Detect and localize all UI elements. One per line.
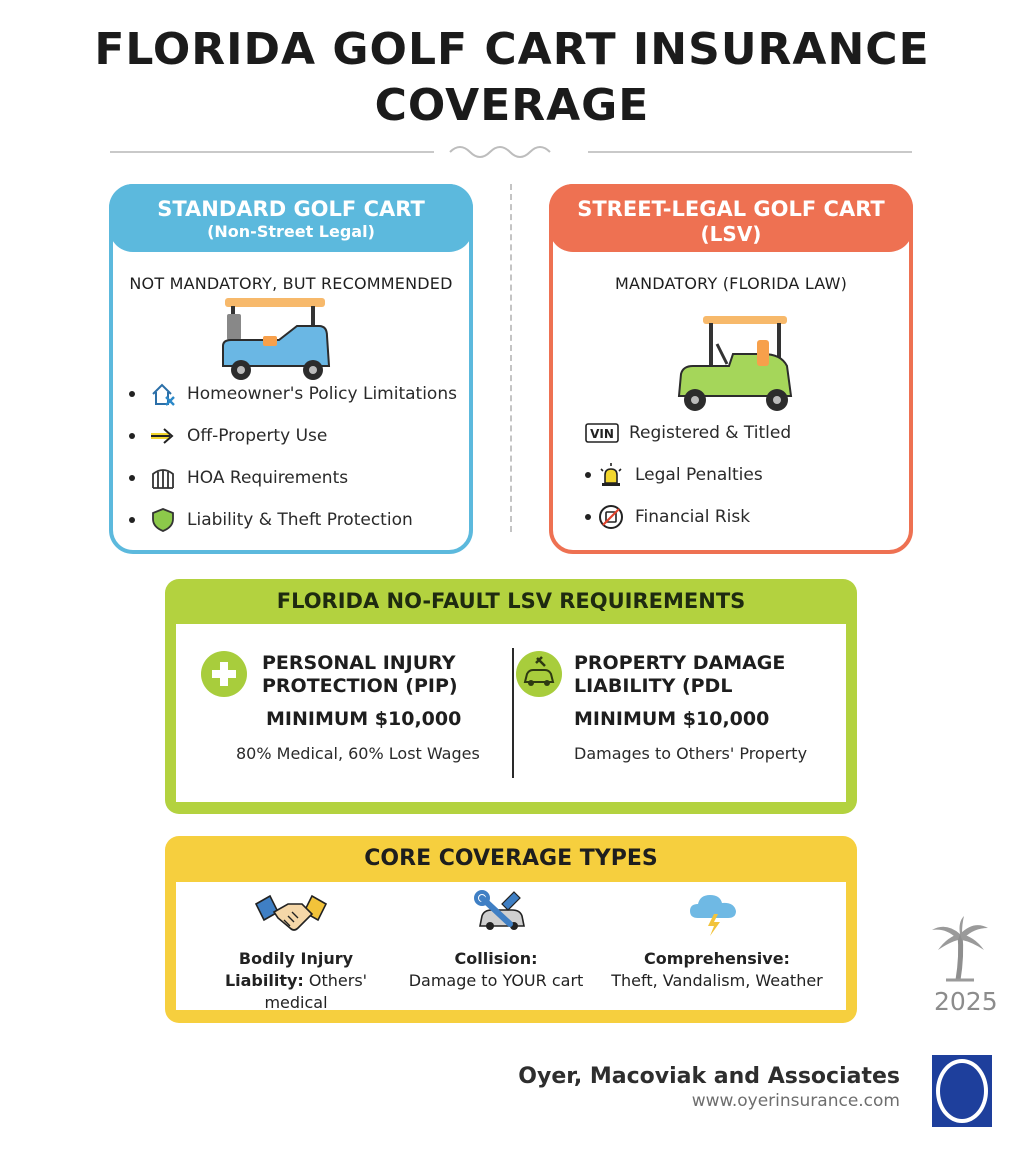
- palm-tree-icon: [932, 916, 988, 982]
- title-rule-left: [110, 151, 434, 153]
- pdl-title-line-2: LIABILITY (PDL: [574, 675, 733, 697]
- coverage-comprehensive: Comprehensive: Theft, Vandalism, Weather: [606, 948, 828, 992]
- bullet: [129, 517, 135, 523]
- no-money-icon: [597, 504, 625, 530]
- coverage-name: Comprehensive:: [644, 949, 790, 968]
- list-item-label: Liability & Theft Protection: [187, 510, 413, 530]
- standard-cart-subheading: (Non-Street Legal): [207, 222, 375, 241]
- vin-icon: VIN: [585, 420, 619, 446]
- list-item: VIN Registered & Titled: [585, 420, 791, 446]
- core-coverage-section: CORE COVERAGE TYPES Bodily Injury Liabil…: [165, 836, 857, 1023]
- car-damage-icon: [516, 651, 562, 697]
- title-line-2: COVERAGE: [374, 80, 650, 131]
- car-wrench-icon: [474, 890, 525, 930]
- company-url[interactable]: www.oyerinsurance.com: [691, 1091, 900, 1111]
- street-legal-heading: STREET-LEGAL GOLF CART: [577, 197, 885, 221]
- storm-cloud-icon: [690, 895, 736, 936]
- vin-text: VIN: [590, 427, 614, 441]
- list-item-label: Financial Risk: [635, 507, 751, 527]
- gate-icon: [149, 465, 177, 491]
- pip-title-line-2: PROTECTION (PIP): [262, 675, 458, 697]
- company-block: Oyer, Macoviak and Associates www.oyerin…: [518, 1064, 900, 1111]
- core-coverage-panel: Bodily Injury Liability: Others' medical…: [176, 882, 846, 1012]
- coverage-name: Bodily Injury: [238, 949, 354, 968]
- bullet: [585, 514, 591, 520]
- handshake-icon: [254, 894, 328, 931]
- no-fault-heading: FLORIDA NO-FAULT LSV REQUIREMENTS: [276, 589, 746, 613]
- page-title: FLORIDA GOLF CART INSURANCE COVERAGE: [0, 22, 1024, 134]
- arrow-right-icon: [149, 423, 177, 449]
- bullet: [585, 472, 591, 478]
- pip-title: PERSONAL INJURY PROTECTION (PIP): [262, 652, 458, 698]
- column-divider: [510, 184, 512, 532]
- no-fault-panel: PERSONAL INJURY PROTECTION (PIP) MINIMUM…: [176, 624, 846, 802]
- street-legal-note: MANDATORY (FLORIDA LAW): [614, 274, 848, 293]
- wave-divider-icon: [449, 146, 551, 158]
- year-label: 2025: [934, 987, 998, 1016]
- street-legal-subheading: (LSV): [700, 222, 762, 246]
- bullet: [129, 475, 135, 481]
- pip-description: 80% Medical, 60% Lost Wages: [236, 744, 480, 763]
- list-item: Homeowner's Policy Limitations: [129, 381, 457, 407]
- standard-cart-heading: STANDARD GOLF CART: [157, 197, 425, 221]
- company-name: Oyer, Macoviak and Associates: [518, 1064, 900, 1089]
- street-legal-card: STREET-LEGAL GOLF CART (LSV) MANDATORY (…: [549, 184, 913, 554]
- list-item: Financial Risk: [585, 504, 750, 530]
- golf-cart-green-icon: [677, 316, 793, 411]
- no-fault-section: FLORIDA NO-FAULT LSV REQUIREMENTS PERSON…: [165, 579, 857, 814]
- bullet: [129, 391, 135, 397]
- pdl-description: Damages to Others' Property: [574, 744, 808, 763]
- list-item: Legal Penalties: [585, 462, 763, 488]
- coverage-name: Liability:: [224, 971, 304, 990]
- coverage-description: Others' medical: [264, 971, 368, 1012]
- siren-icon: [597, 462, 625, 488]
- house-x-icon: [149, 381, 177, 407]
- list-item-label: Homeowner's Policy Limitations: [187, 384, 457, 404]
- coverage-collision: Collision: Damage to YOUR cart: [396, 948, 596, 992]
- core-coverage-heading: CORE COVERAGE TYPES: [364, 846, 658, 871]
- title-line-1: FLORIDA GOLF CART INSURANCE: [94, 24, 930, 75]
- coverage-name: Collision:: [454, 949, 538, 968]
- standard-cart-card: STANDARD GOLF CART (Non-Street Legal) NO…: [109, 184, 473, 554]
- company-logo: [932, 1055, 992, 1127]
- list-item: Off-Property Use: [129, 423, 327, 449]
- list-item: Liability & Theft Protection: [129, 507, 413, 533]
- standard-cart-header: STANDARD GOLF CART (Non-Street Legal): [109, 184, 473, 252]
- pip-minimum: MINIMUM $10,000: [266, 708, 462, 730]
- list-item-label: HOA Requirements: [187, 468, 349, 488]
- list-item-label: Registered & Titled: [629, 423, 792, 443]
- street-legal-header: STREET-LEGAL GOLF CART (LSV): [549, 184, 913, 252]
- coverage-bodily-injury: Bodily Injury Liability: Others' medical: [196, 948, 396, 1014]
- golf-cart-blue-icon: [222, 298, 331, 380]
- coverage-description: Theft, Vandalism, Weather: [611, 971, 823, 990]
- medical-cross-icon: [201, 651, 247, 697]
- shield-icon: [149, 507, 177, 533]
- title-rule-right: [588, 151, 912, 153]
- pdl-title-line-1: PROPERTY DAMAGE: [574, 652, 786, 674]
- pdl-title: PROPERTY DAMAGE LIABILITY (PDL: [574, 652, 785, 698]
- pip-title-line-1: PERSONAL INJURY: [262, 652, 456, 674]
- list-item-label: Off-Property Use: [187, 426, 328, 446]
- pdl-minimum: MINIMUM $10,000: [574, 708, 770, 730]
- standard-cart-note: NOT MANDATORY, BUT RECOMMENDED: [129, 274, 453, 293]
- list-item-label: Legal Penalties: [635, 465, 763, 485]
- panel-divider: [512, 648, 514, 778]
- coverage-description: Damage to YOUR cart: [408, 971, 584, 990]
- list-item: HOA Requirements: [129, 465, 348, 491]
- bullet: [129, 433, 135, 439]
